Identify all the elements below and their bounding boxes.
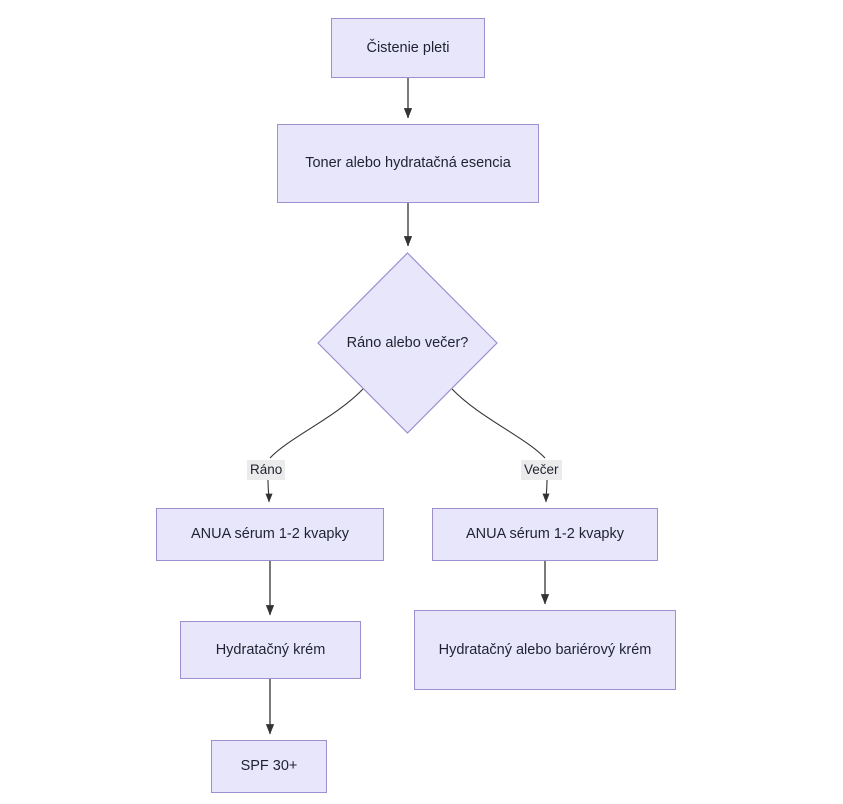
diamond-shape xyxy=(317,252,498,434)
node-cleanse-label: Čistenie pleti xyxy=(366,39,450,56)
node-cream-evening[interactable]: Hydratačný alebo bariérový krém xyxy=(414,610,676,690)
node-toner[interactable]: Toner alebo hydratačná esencia xyxy=(277,124,539,203)
edge-label-vecer: Večer xyxy=(521,460,562,480)
node-serum-morning[interactable]: ANUA sérum 1-2 kvapky xyxy=(156,508,384,561)
node-spf-label: SPF 30+ xyxy=(240,758,298,775)
edge-label-vecer-text: Večer xyxy=(524,462,559,477)
node-spf[interactable]: SPF 30+ xyxy=(211,740,327,793)
edge-decision-to-serum-morning-arrow xyxy=(265,479,273,503)
node-cream-morning-label: Hydratačný krém xyxy=(215,641,326,658)
edge-label-rano: Ráno xyxy=(247,460,286,480)
node-cleanse[interactable]: Čistenie pleti xyxy=(331,18,485,78)
node-toner-label: Toner alebo hydratačná esencia xyxy=(305,155,511,172)
edge-decision-to-serum-evening-arrow xyxy=(542,479,550,503)
node-serum-evening[interactable]: ANUA sérum 1-2 kvapky xyxy=(432,508,658,561)
node-decision-label-wrap: Ráno alebo večer? xyxy=(317,252,498,434)
node-cream-morning[interactable]: Hydratačný krém xyxy=(180,621,361,679)
node-serum-evening-label: ANUA sérum 1-2 kvapky xyxy=(466,526,624,543)
node-serum-morning-label: ANUA sérum 1-2 kvapky xyxy=(191,526,349,543)
node-decision-label: Ráno alebo večer? xyxy=(346,334,469,351)
node-cream-evening-label: Hydratačný alebo bariérový krém xyxy=(438,641,652,658)
node-decision-time-of-day[interactable]: Ráno alebo večer? xyxy=(317,252,498,434)
edge-label-rano-text: Ráno xyxy=(250,462,283,477)
